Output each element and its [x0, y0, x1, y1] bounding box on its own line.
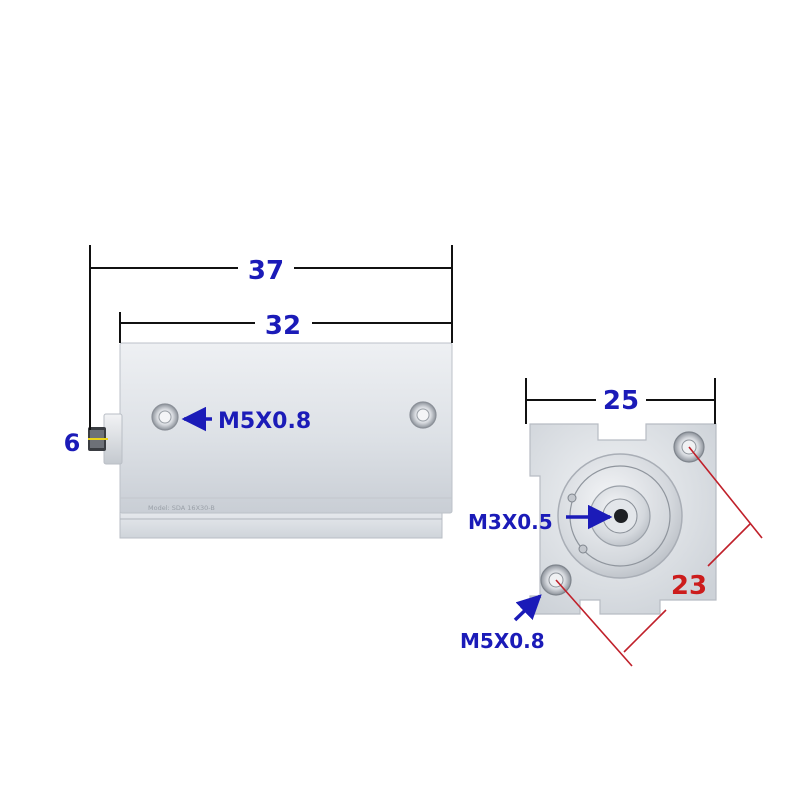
side-view: Model: SDA 16X30-B 37 32 6 M5X0.8 — [64, 245, 453, 539]
body-base-rail — [119, 511, 443, 539]
dim-front-width: 25 — [603, 386, 639, 416]
side-port-label: M5X0.8 — [218, 409, 311, 434]
dim-mount-pitch: 23 — [671, 571, 707, 601]
retaining-ring-hole-bottom — [578, 544, 588, 554]
rod-thread-hole — [614, 509, 628, 523]
dim23-line-a — [707, 523, 751, 567]
dim-body-length: 32 — [265, 311, 301, 341]
dim23-line-b — [623, 609, 667, 653]
retaining-ring-hole-top — [567, 493, 577, 503]
side-port-left-bore — [158, 410, 172, 424]
port-thread-arrow — [513, 594, 542, 622]
nameplate-text: Model: SDA 16X30-B — [148, 504, 215, 512]
side-port-right-bore — [416, 408, 430, 422]
port-thread-label: M5X0.8 — [460, 629, 545, 653]
dim-overall-length: 37 — [248, 256, 284, 286]
dim23-ext-top — [688, 446, 763, 539]
front-view: 25 23 M3X0.5 M5X0.8 — [460, 378, 763, 667]
rod-thread-label: M3X0.5 — [468, 510, 553, 534]
dim23-ext-bottom — [555, 579, 633, 667]
dim-rod-offset: 6 — [64, 429, 81, 457]
